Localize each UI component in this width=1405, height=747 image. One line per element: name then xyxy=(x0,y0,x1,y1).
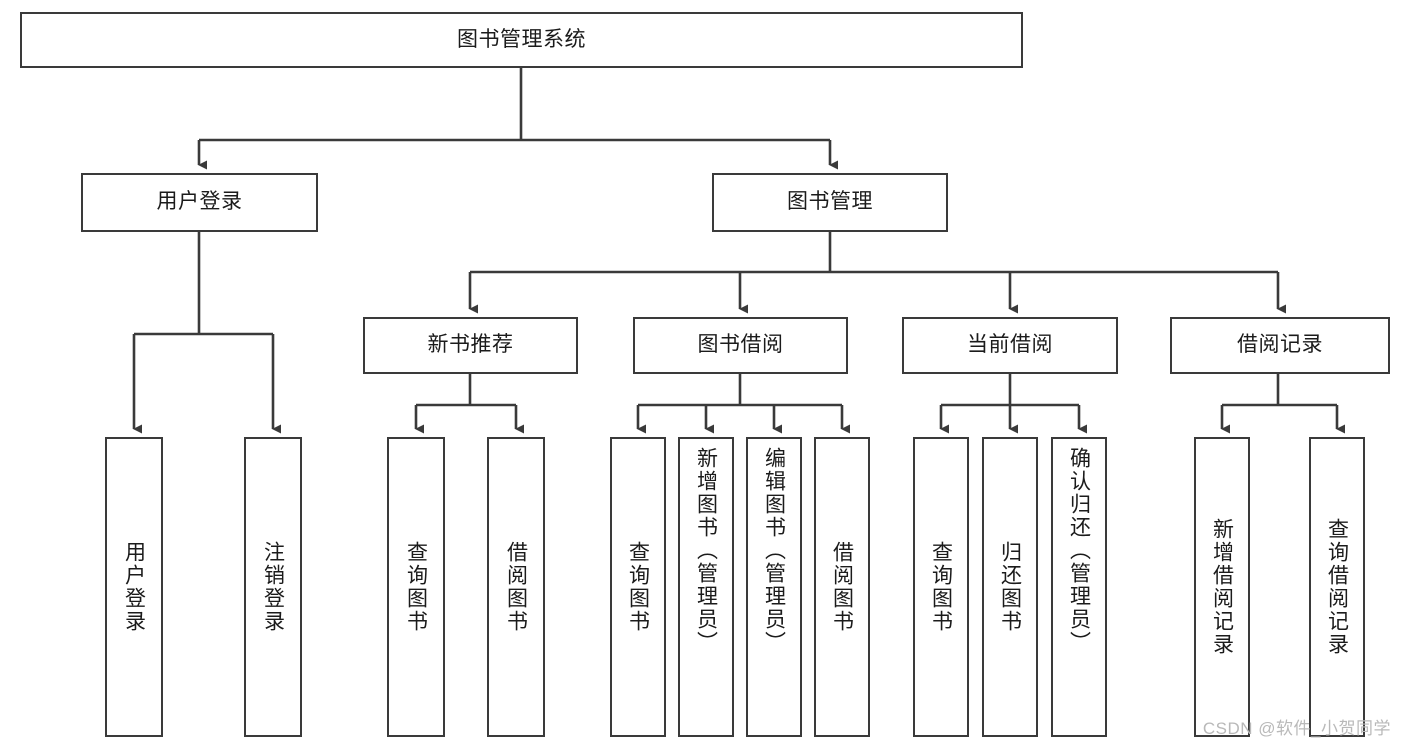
node-borrow-record[interactable]: 借阅记录 xyxy=(1170,317,1390,374)
node-new-book-recommend-label: 新书推荐 xyxy=(427,333,514,357)
node-leaf-current-query-book[interactable]: 查询图书 xyxy=(913,437,969,737)
csdn-watermark: CSDN @软件_小贺同学 xyxy=(1202,719,1391,738)
node-leaf-record-search-label: 查询借阅记录 xyxy=(1325,518,1349,656)
node-book-borrow[interactable]: 图书借阅 xyxy=(633,317,848,374)
node-book-manage[interactable]: 图书管理 xyxy=(712,173,948,232)
node-leaf-recommend-borrow-book[interactable]: 借阅图书 xyxy=(487,437,545,737)
node-leaf-borrow-add-book-label: 新增图书（管理员） xyxy=(694,447,718,654)
node-leaf-borrow-edit-book-label: 编辑图书（管理员） xyxy=(762,447,786,654)
node-leaf-current-return-book-label: 归还图书 xyxy=(998,541,1022,633)
node-leaf-user-logout-label: 注销登录 xyxy=(261,541,285,633)
node-leaf-record-add-label: 新增借阅记录 xyxy=(1210,518,1234,656)
node-current-borrow[interactable]: 当前借阅 xyxy=(902,317,1118,374)
node-leaf-user-logout[interactable]: 注销登录 xyxy=(244,437,302,737)
node-leaf-current-confirm-return-label: 确认归还（管理员） xyxy=(1067,447,1091,654)
node-leaf-borrow-edit-book[interactable]: 编辑图书（管理员） xyxy=(746,437,802,737)
node-leaf-borrow-do-borrow[interactable]: 借阅图书 xyxy=(814,437,870,737)
node-root-label: 图书管理系统 xyxy=(457,27,586,51)
node-leaf-borrow-do-borrow-label: 借阅图书 xyxy=(830,541,854,633)
node-borrow-record-label: 借阅记录 xyxy=(1237,333,1323,357)
node-user-login[interactable]: 用户登录 xyxy=(81,173,318,232)
node-leaf-current-query-book-label: 查询图书 xyxy=(929,541,953,633)
node-leaf-borrow-query-book-label: 查询图书 xyxy=(626,541,650,633)
node-leaf-current-confirm-return[interactable]: 确认归还（管理员） xyxy=(1051,437,1107,737)
node-user-login-label: 用户登录 xyxy=(156,190,243,214)
node-leaf-recommend-query-book[interactable]: 查询图书 xyxy=(387,437,445,737)
node-leaf-recommend-query-book-label: 查询图书 xyxy=(404,541,428,633)
node-book-borrow-label: 图书借阅 xyxy=(697,333,784,357)
node-leaf-user-login[interactable]: 用户登录 xyxy=(105,437,163,737)
node-root[interactable]: 图书管理系统 xyxy=(20,12,1023,68)
node-leaf-record-search[interactable]: 查询借阅记录 xyxy=(1309,437,1365,737)
node-leaf-recommend-borrow-book-label: 借阅图书 xyxy=(504,541,528,633)
node-new-book-recommend[interactable]: 新书推荐 xyxy=(363,317,578,374)
node-leaf-borrow-query-book[interactable]: 查询图书 xyxy=(610,437,666,737)
node-current-borrow-label: 当前借阅 xyxy=(967,333,1053,357)
node-leaf-borrow-add-book[interactable]: 新增图书（管理员） xyxy=(678,437,734,737)
node-leaf-user-login-label: 用户登录 xyxy=(122,541,146,633)
node-leaf-record-add[interactable]: 新增借阅记录 xyxy=(1194,437,1250,737)
node-leaf-current-return-book[interactable]: 归还图书 xyxy=(982,437,1038,737)
node-book-manage-label: 图书管理 xyxy=(787,190,873,214)
